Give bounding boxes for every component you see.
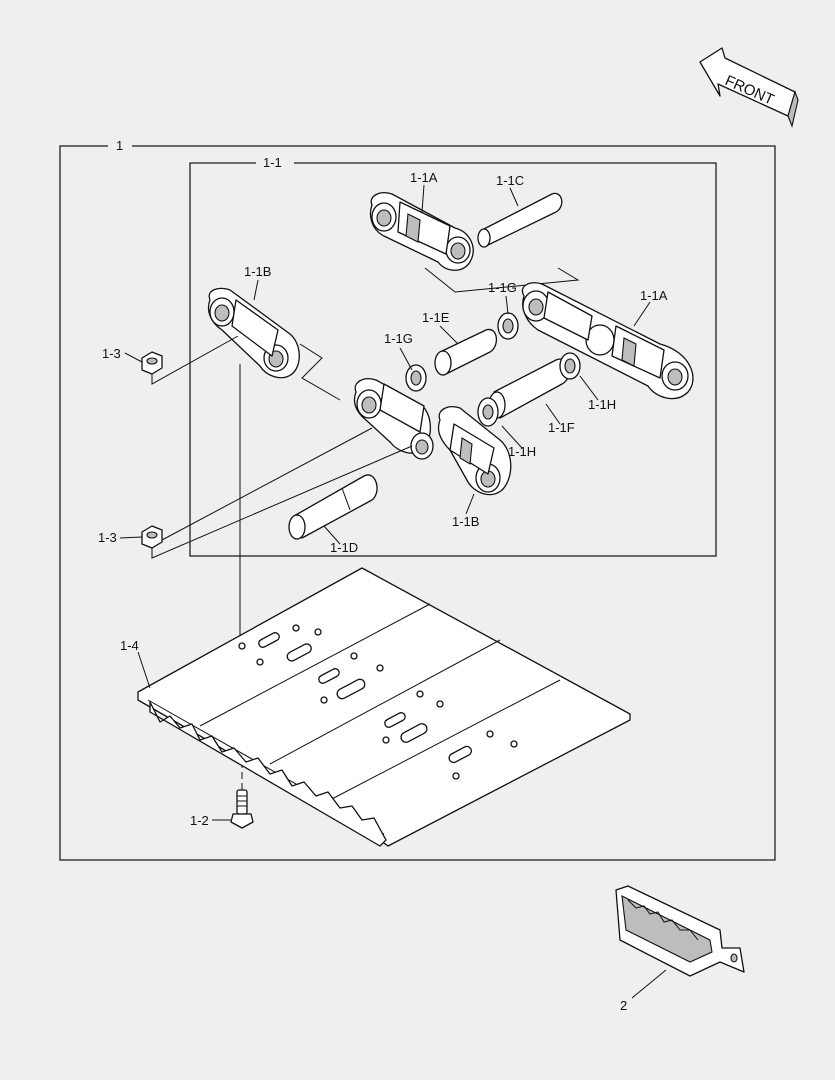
label-2: 2 bbox=[620, 998, 627, 1013]
front-arrow: FRONT bbox=[699, 47, 799, 128]
label-1-1c: 1-1C bbox=[496, 173, 524, 188]
bushing-1-1c bbox=[477, 192, 563, 248]
nut-1-3-bottom bbox=[141, 525, 163, 549]
bushing-1-1f bbox=[488, 358, 570, 419]
guide-line bbox=[424, 267, 580, 293]
label-1-1g-right: 1-1G bbox=[488, 280, 517, 295]
label-1-1d: 1-1D bbox=[330, 540, 358, 555]
link-1-1b-center bbox=[353, 378, 434, 460]
label-1-1a-right: 1-1A bbox=[640, 288, 668, 303]
label-1-1h-left: 1-1H bbox=[508, 444, 536, 459]
seal-1-1g-right bbox=[497, 312, 519, 340]
label-1-3-bottom: 1-3 bbox=[98, 530, 117, 545]
label-1-1b-left: 1-1B bbox=[244, 264, 271, 279]
seal-1-1g-left bbox=[405, 364, 427, 392]
link-1-1a-right bbox=[521, 282, 694, 400]
label-1-1h-right: 1-1H bbox=[588, 397, 616, 412]
label-assembly: 1 bbox=[116, 138, 123, 153]
label-1-1a-top: 1-1A bbox=[410, 170, 438, 185]
leader-lines bbox=[119, 184, 667, 999]
guide-line bbox=[299, 343, 341, 401]
link-assembly-frame bbox=[189, 162, 717, 557]
shoe-holes bbox=[238, 624, 518, 780]
guide-line bbox=[161, 427, 373, 541]
link-assembly-label-gap bbox=[256, 155, 294, 169]
label-1-4: 1-4 bbox=[120, 638, 139, 653]
guide-line bbox=[151, 445, 413, 559]
label-1-1f: 1-1F bbox=[548, 420, 575, 435]
guard-2 bbox=[615, 885, 745, 977]
assembly-frame bbox=[59, 145, 776, 861]
pin-1-1d bbox=[288, 474, 378, 540]
label-link-assembly: 1-1 bbox=[263, 155, 282, 170]
seal-1-1h-right bbox=[559, 352, 581, 380]
label-1-2: 1-2 bbox=[190, 813, 209, 828]
seal-1-1h-left bbox=[477, 397, 499, 427]
label-1-3-top: 1-3 bbox=[102, 346, 121, 361]
label-1-1e: 1-1E bbox=[422, 310, 450, 325]
track-shoe-1-4 bbox=[137, 567, 631, 847]
link-1-1b-bottom bbox=[437, 406, 512, 496]
bushing-1-1e bbox=[434, 328, 497, 376]
label-1-1b-bottom: 1-1B bbox=[452, 514, 479, 529]
assembly-label-gap bbox=[108, 138, 132, 152]
link-1-1a-top bbox=[369, 192, 474, 271]
bolt-1-2 bbox=[230, 789, 254, 829]
label-1-1g-left: 1-1G bbox=[384, 331, 413, 346]
link-1-1b-left bbox=[207, 287, 300, 379]
nut-1-3-top bbox=[141, 351, 163, 375]
guide-line bbox=[151, 335, 239, 385]
